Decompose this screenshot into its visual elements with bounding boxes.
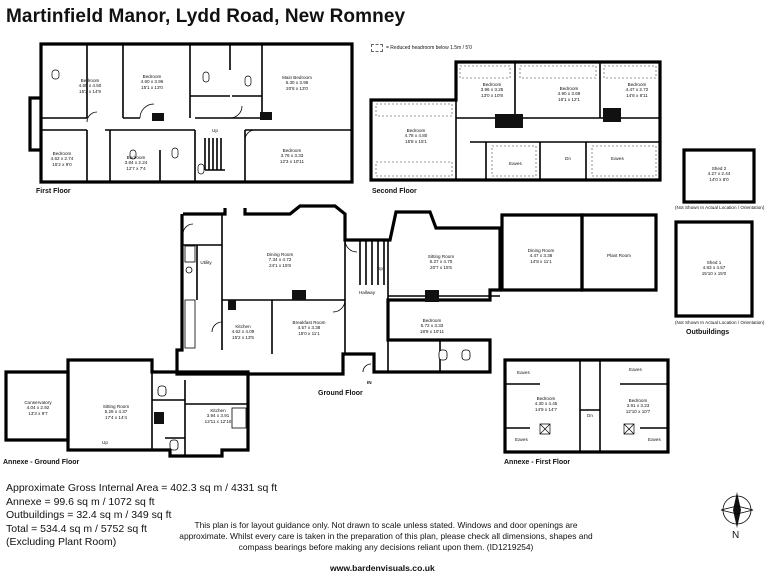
af-eaves-1: Eaves: [517, 370, 530, 375]
headroom-legend-swatch: [371, 44, 383, 52]
shed2-outline: [682, 148, 756, 204]
shed-2-location-note: (Not Shown In Actual Location / Orientat…: [675, 205, 765, 210]
annexe-first-floor-label: Annexe - First Floor: [504, 459, 571, 466]
annexe-first-outline: [503, 358, 670, 454]
shed1-outline: [674, 220, 754, 318]
compass-north-label: N: [732, 530, 740, 541]
af-stairs-dn-label: Dn: [587, 413, 593, 418]
area-line-gross: Approximate Gross Internal Area = 402.3 …: [6, 482, 278, 494]
sf-eaves-2: Eaves: [611, 156, 624, 161]
disclaimer: This plan is for layout guidance only. N…: [179, 520, 593, 552]
gf-utility: Utility: [200, 260, 212, 265]
area-summary: Approximate Gross Internal Area = 402.3 …: [6, 482, 277, 550]
outbuildings-label: Outbuildings: [686, 329, 730, 336]
ground-floor-outline: [175, 204, 502, 376]
website-link[interactable]: www.bardenvisuals.co.uk: [330, 563, 435, 573]
first-floor-outline: [28, 42, 354, 184]
gf-hallway: Hallway: [358, 290, 376, 295]
second-floor-label: Second Floor: [372, 188, 417, 195]
gf-plant-room: Plant Room: [606, 253, 632, 258]
compass-icon: N: [720, 490, 754, 546]
area-line-outbuildings: Outbuildings = 32.4 sq m / 349 sq ft: [6, 509, 172, 521]
ff-stairs-up-label: Up: [212, 128, 218, 133]
area-line-total: Total = 534.4 sq m / 5752 sq ft: [6, 522, 147, 535]
af-eaves-3: Eaves: [515, 437, 528, 442]
sf-eaves-1: Eaves: [509, 161, 522, 166]
annexe-ground-floor-label: Annexe - Ground Floor: [3, 459, 80, 466]
sf-stairs-dn-label: Dn: [565, 156, 571, 161]
area-line-annexe: Annexe = 99.6 sq m / 1072 sq ft: [6, 495, 155, 508]
gf-entrance-label: IN: [367, 380, 372, 385]
headroom-legend: = Reduced headroom below 1.5m / 5'0: [371, 44, 472, 52]
ground-floor-label: Ground Floor: [318, 390, 363, 397]
af-eaves-2: Eaves: [629, 367, 642, 372]
plan-title: Martinfield Manor, Lydd Road, New Romney: [6, 6, 406, 27]
shed-1-location-note: (Not Shown In Actual Location / Orientat…: [675, 320, 765, 325]
an-stairs-up-label: Up: [102, 440, 108, 445]
af-eaves-4: Eaves: [648, 437, 661, 442]
headroom-legend-text: = Reduced headroom below 1.5m / 5'0: [386, 45, 472, 51]
first-floor-label: First Floor: [36, 188, 71, 195]
area-line-excluding: (Excluding Plant Room): [6, 536, 117, 548]
gf-stairs-up-label: Up: [377, 266, 383, 271]
